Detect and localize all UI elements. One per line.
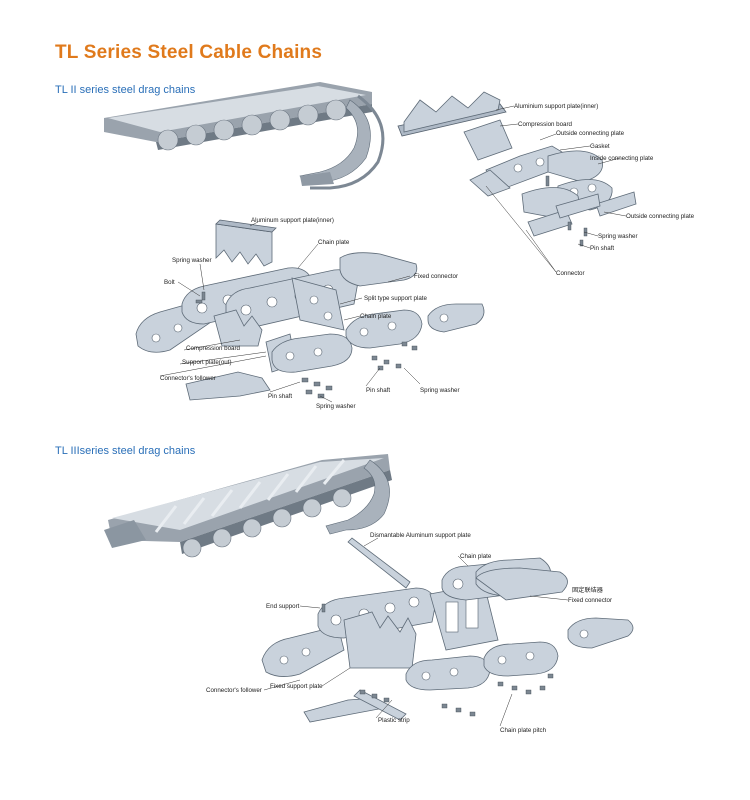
section-heading-tl-iii: TL IIIseries steel drag chains bbox=[55, 445, 196, 457]
label-spring-washer: Spring washer bbox=[598, 233, 638, 240]
label-aluminium-support-plate-inner: Aluminium support plate(inner) bbox=[514, 103, 598, 110]
label-outside-connecting-plate: Outside connecting plate bbox=[556, 130, 625, 137]
top-right-leader-lines bbox=[485, 105, 627, 273]
label-connector: Connector bbox=[556, 270, 585, 277]
label-pin-shaft-2: Pin shaft bbox=[366, 387, 390, 394]
middle-labels: Aluminum support plate(inner) Chain plat… bbox=[160, 217, 460, 410]
label-outside-connecting-plate-2: Outside connecting plate bbox=[626, 213, 695, 220]
label-connectors-follower: Connector's follower bbox=[160, 375, 216, 382]
label-chain-plate: Chain plate bbox=[460, 553, 492, 560]
label-plastic-strip: Plastic strip bbox=[378, 717, 410, 724]
label-chain-plate-pitch: Chain plate pitch bbox=[500, 727, 547, 734]
label-fixed-connector: Fixed connector bbox=[414, 273, 458, 280]
label-spring-washer-2: Spring washer bbox=[420, 387, 460, 394]
tl-iii-exploded-bottom bbox=[261, 537, 634, 723]
bottom-labels: Dismantable Aluminum support plate Chain… bbox=[206, 532, 612, 734]
middle-leader-lines bbox=[159, 221, 421, 403]
label-gasket: Gasket bbox=[590, 143, 610, 150]
tl-iii-chain-photo bbox=[104, 454, 392, 558]
top-right-labels: Aluminium support plate(inner) Compressi… bbox=[514, 103, 695, 277]
label-connectors-follower: Connector's follower bbox=[206, 687, 262, 694]
label-pin-shaft: Pin shaft bbox=[268, 393, 292, 400]
page-title: TL Series Steel Cable Chains bbox=[55, 42, 323, 63]
label-fixed-connector: Fixed connector bbox=[568, 597, 612, 604]
bottom-leader-lines bbox=[263, 537, 569, 727]
label-chain-plate: Chain plate bbox=[318, 239, 350, 246]
label-split-type-support-plate: Split type support plate bbox=[364, 295, 428, 302]
label-aluminum-support-plate-inner: Aluminum support plate(inner) bbox=[251, 217, 334, 224]
label-spring-washer-3: Spring washer bbox=[316, 403, 356, 410]
label-fixed-connector-cn: 固定联结器 bbox=[572, 586, 604, 594]
section-heading-tl-ii: TL II series steel drag chains bbox=[55, 84, 196, 96]
label-inside-connecting-plate: Inside connecting plate bbox=[590, 155, 654, 162]
label-spring-washer: Spring washer bbox=[172, 257, 212, 264]
label-pin-shaft: Pin shaft bbox=[590, 245, 614, 252]
label-support-plate-out: Support plate(out) bbox=[182, 359, 232, 366]
label-compression-board: Compression board bbox=[518, 121, 573, 128]
tl-ii-exploded-top-right bbox=[397, 91, 637, 247]
label-end-support: End support bbox=[266, 603, 300, 610]
label-chain-plate-2: Chain plate bbox=[360, 313, 392, 320]
label-dismantable-support-plate: Dismantable Aluminum support plate bbox=[370, 532, 471, 539]
tl-ii-exploded-middle bbox=[135, 219, 485, 401]
tl-ii-chain-photo bbox=[104, 82, 385, 190]
label-bolt: Bolt bbox=[164, 279, 175, 286]
label-compression-board: Compression board bbox=[186, 345, 241, 352]
label-fixed-support-plate: Fixed support plate bbox=[270, 683, 323, 690]
